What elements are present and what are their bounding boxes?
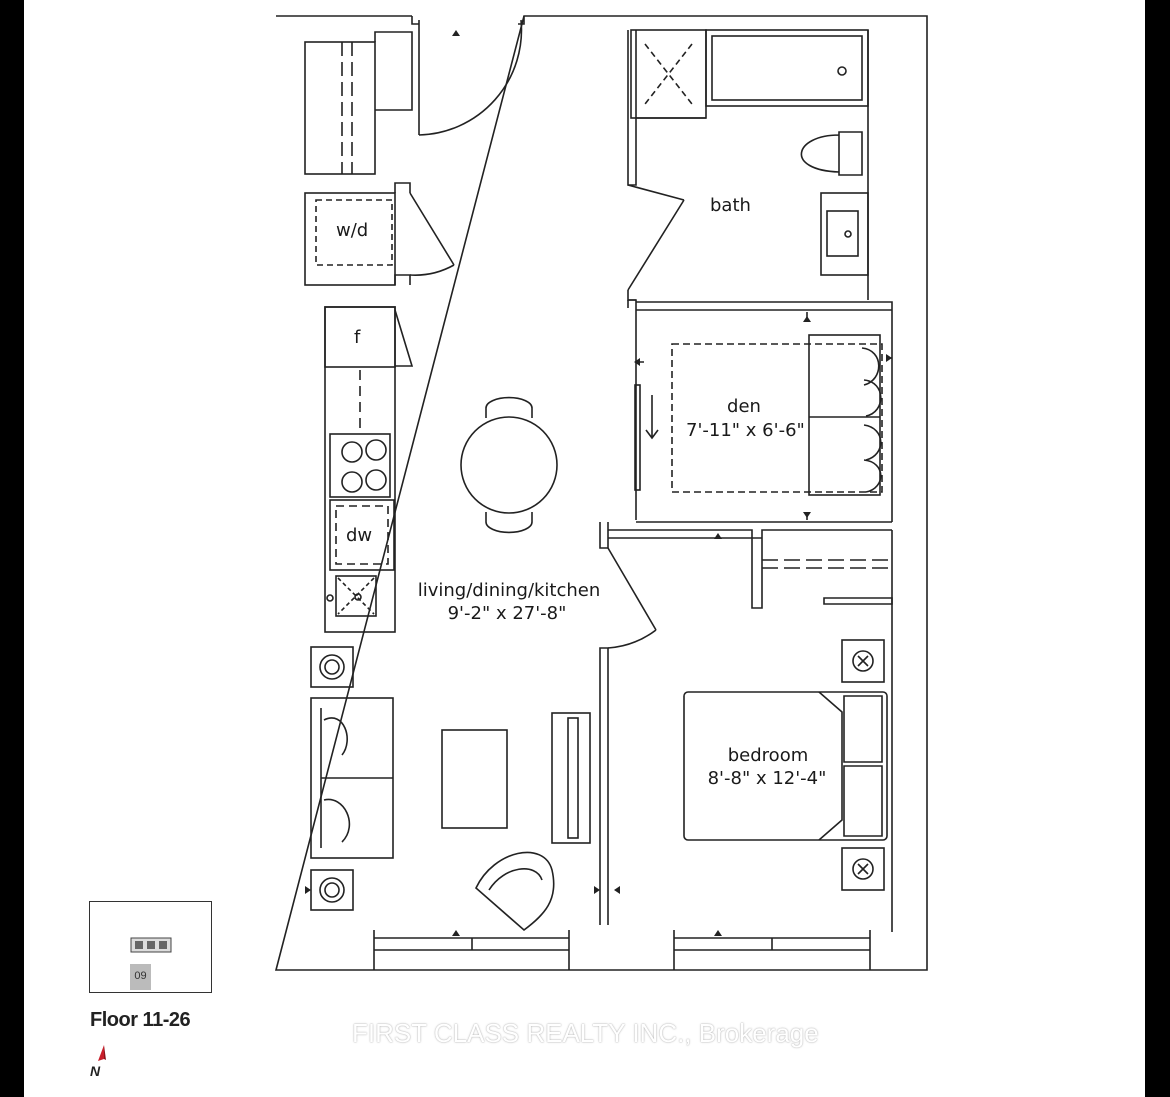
nightstand	[841, 639, 885, 683]
entry-closet	[304, 41, 376, 175]
bath-door	[627, 184, 685, 291]
brokerage-watermark: FIRST CLASS REALTY INC., Brokerage	[352, 1018, 819, 1048]
window	[373, 930, 570, 970]
bedroom-label: bedroom	[727, 745, 809, 766]
tv-console	[551, 712, 591, 844]
fridge-label: f	[354, 327, 361, 348]
coffee-table	[441, 729, 508, 829]
key-plan-unit: 09	[130, 964, 151, 990]
floor-label: Floor 11-26	[90, 1009, 191, 1031]
bath-shower	[630, 29, 707, 119]
floor-plan-drawing	[274, 15, 928, 971]
floorplan-sheet: bath den 7'-11" x 6'-6" living/dining/ki…	[24, 0, 1145, 1097]
wd-door	[409, 192, 455, 276]
bath-wall	[627, 30, 637, 301]
washer-dryer-label: w/d	[336, 220, 369, 241]
den-label: den	[727, 396, 761, 417]
window	[673, 930, 871, 970]
fridge	[324, 306, 396, 368]
exterior-wall	[274, 15, 928, 971]
washer-dryer-closet	[304, 192, 396, 286]
fridge-door	[394, 309, 414, 367]
den-size: 7'-11" x 6'-6"	[686, 420, 805, 441]
bath-vanity	[820, 192, 869, 276]
kitchen-sink	[335, 575, 377, 617]
living-label: living/dining/kitchen	[417, 580, 601, 601]
bedroom-door	[607, 547, 657, 649]
dining-table	[460, 416, 558, 514]
cooktop	[329, 433, 391, 498]
entry-door	[418, 19, 523, 136]
dining-chair	[485, 396, 533, 418]
den-sliding-door	[634, 384, 641, 491]
nightstand-2	[841, 847, 885, 891]
den-sofa	[808, 334, 881, 496]
north-letter: N	[90, 1063, 101, 1079]
bath-label: bath	[710, 195, 751, 216]
lounge-chair	[475, 851, 555, 932]
bedroom-size: 8'-8" x 12'-4"	[707, 768, 827, 789]
bedroom-wall	[599, 522, 609, 925]
side-table	[310, 646, 354, 688]
toilet	[800, 131, 863, 176]
north-arrow-icon	[98, 1045, 106, 1061]
side-table-2	[310, 869, 354, 911]
living-size: 9'-2" x 27'-8"	[447, 603, 567, 624]
key-plan: 09	[89, 901, 212, 993]
dishwasher	[329, 499, 395, 571]
bed	[683, 691, 888, 841]
key-plan-building-icon	[130, 937, 172, 953]
den-rug	[671, 343, 883, 493]
dishwasher-label: dw	[346, 525, 373, 546]
